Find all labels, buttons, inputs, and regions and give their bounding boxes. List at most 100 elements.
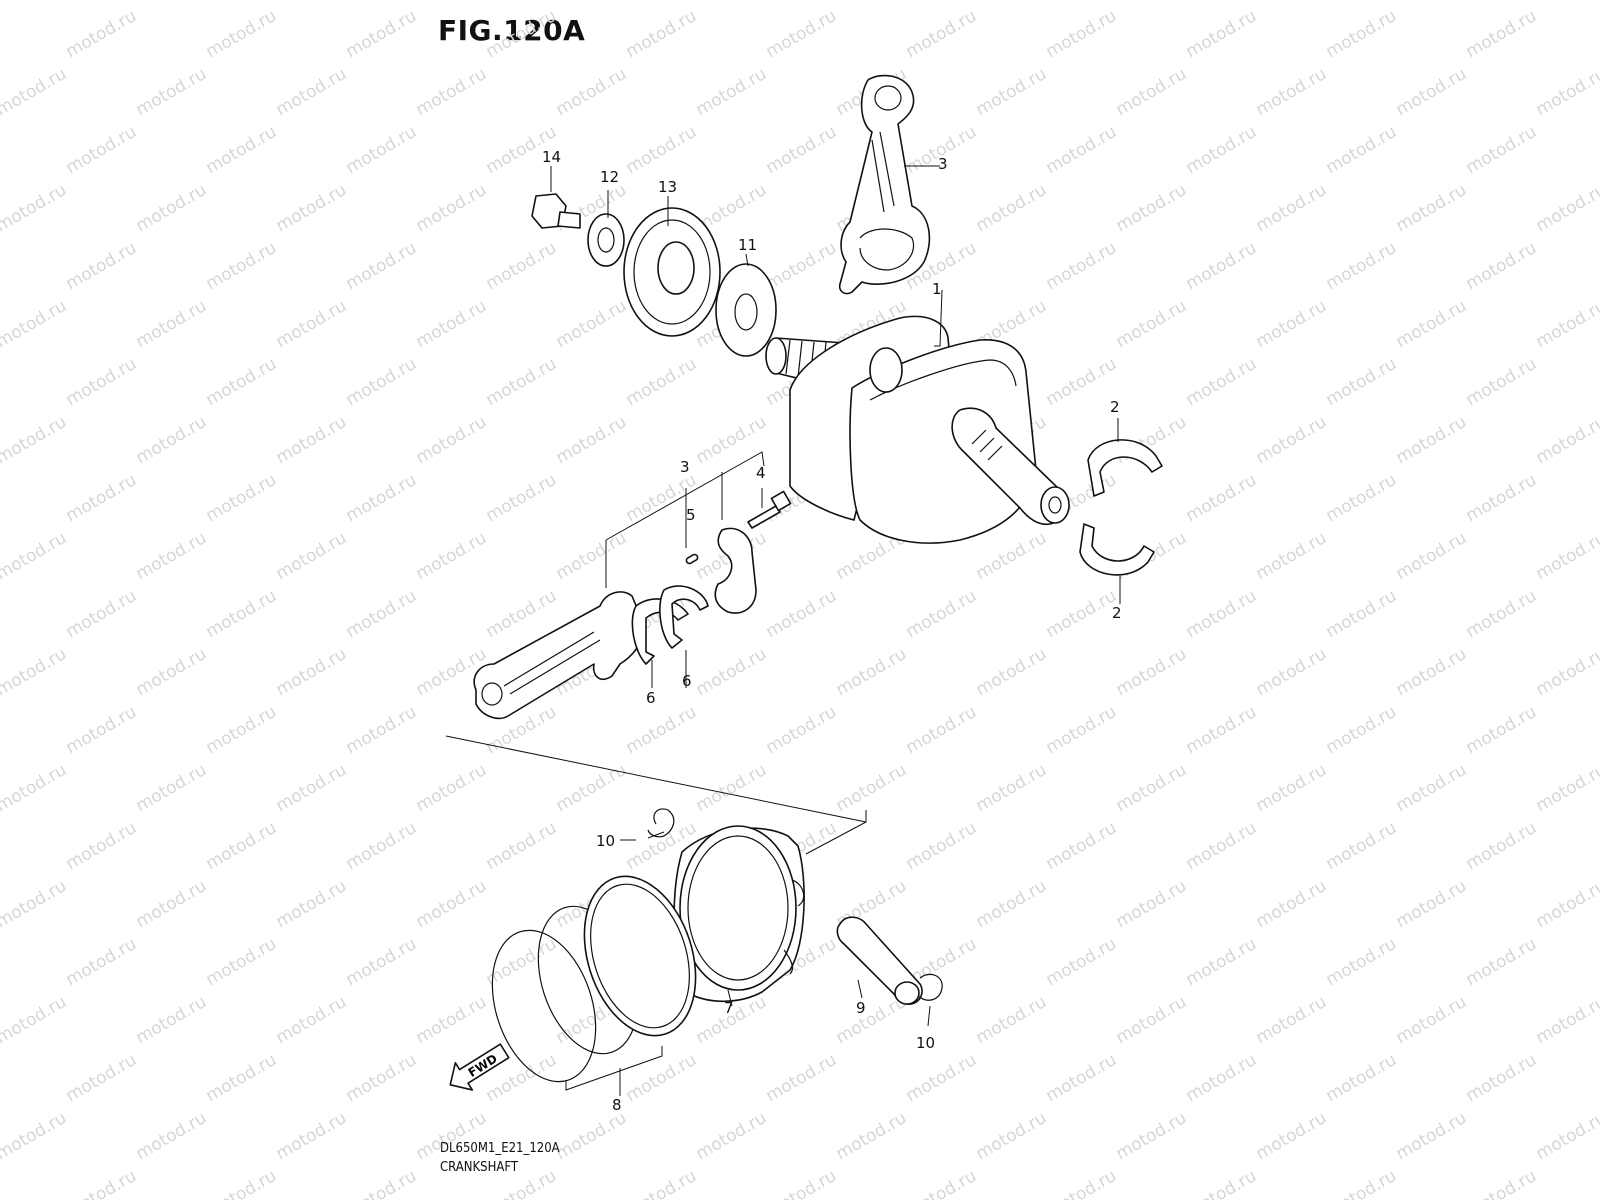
watermark-text: motod.ru bbox=[833, 0, 911, 4]
watermark-text: motod.ru bbox=[1043, 1050, 1121, 1106]
callout-labels: 1 2 2 3 3 4 5 6 6 7 8 9 10 10 11 12 13 1… bbox=[542, 148, 1122, 1114]
watermark-text: motod.ru bbox=[1043, 6, 1121, 62]
watermark-text: motod.ru bbox=[63, 934, 141, 990]
watermark-text: motod.ru bbox=[763, 702, 841, 758]
watermark-text: motod.ru bbox=[833, 1108, 911, 1164]
crankshaft-bearings bbox=[1079, 439, 1163, 576]
watermark-text: motod.ru bbox=[1043, 702, 1121, 758]
watermark-text: motod.ru bbox=[0, 296, 70, 352]
watermark-text: motod.ru bbox=[1323, 6, 1401, 62]
watermark-text: motod.ru bbox=[1533, 180, 1600, 236]
callout-10-upper: 10 bbox=[596, 832, 615, 850]
callout-4: 4 bbox=[756, 464, 766, 482]
watermark-text: motod.ru bbox=[1323, 702, 1401, 758]
watermark-text: motod.ru bbox=[1113, 1108, 1191, 1164]
watermark-text: motod.ru bbox=[1323, 818, 1401, 874]
watermark-text: motod.ru bbox=[1533, 992, 1600, 1048]
watermark-text: motod.ru bbox=[1253, 0, 1331, 4]
watermark-text: motod.ru bbox=[0, 180, 70, 236]
watermark-text: motod.ru bbox=[203, 702, 281, 758]
watermark-text: motod.ru bbox=[1393, 876, 1471, 932]
watermark-text: motod.ru bbox=[273, 180, 351, 236]
watermark-text: motod.ru bbox=[203, 818, 281, 874]
watermark-text: motod.ru bbox=[903, 1166, 981, 1200]
watermark-text: motod.ru bbox=[973, 0, 1051, 4]
callout-6-left: 6 bbox=[646, 689, 656, 707]
watermark-text: motod.ru bbox=[63, 6, 141, 62]
watermark-text: motod.ru bbox=[623, 354, 701, 410]
watermark-text: motod.ru bbox=[1183, 122, 1261, 178]
watermark-text: motod.ru bbox=[1323, 122, 1401, 178]
watermark-text: motod.ru bbox=[203, 470, 281, 526]
watermark-text: motod.ru bbox=[203, 122, 281, 178]
dowel-pin bbox=[685, 553, 699, 565]
watermark-text: motod.ru bbox=[1463, 1166, 1541, 1200]
watermark-text: motod.ru bbox=[1323, 1050, 1401, 1106]
watermark-text: motod.ru bbox=[1393, 296, 1471, 352]
watermark-text: motod.ru bbox=[1183, 238, 1261, 294]
watermark-text: motod.ru bbox=[1463, 818, 1541, 874]
crankshaft bbox=[765, 315, 1070, 544]
watermark-text: motod.ru bbox=[553, 0, 631, 4]
watermark-text: motod.ru bbox=[1253, 180, 1331, 236]
watermark-text: motod.ru bbox=[1113, 180, 1191, 236]
watermark-text: motod.ru bbox=[1183, 1166, 1261, 1200]
watermark-text: motod.ru bbox=[1463, 470, 1541, 526]
watermark-text: motod.ru bbox=[273, 0, 351, 4]
watermark-text: motod.ru bbox=[1323, 470, 1401, 526]
watermark-text: motod.ru bbox=[973, 64, 1051, 120]
watermark-text: motod.ru bbox=[973, 180, 1051, 236]
watermark-text: motod.ru bbox=[0, 0, 70, 4]
watermark-text: motod.ru bbox=[203, 1166, 281, 1200]
callout-9: 9 bbox=[856, 999, 866, 1017]
callout-11: 11 bbox=[738, 236, 757, 254]
watermark-text: motod.ru bbox=[1323, 934, 1401, 990]
watermark-text: motod.ru bbox=[763, 122, 841, 178]
watermark-text: motod.ru bbox=[553, 760, 631, 816]
watermark-text: motod.ru bbox=[0, 992, 70, 1048]
watermark-text: motod.ru bbox=[413, 760, 491, 816]
watermark-text: motod.ru bbox=[1533, 644, 1600, 700]
primary-drive-gear-13 bbox=[623, 207, 721, 337]
watermark-text: motod.ru bbox=[903, 6, 981, 62]
watermark-text: motod.ru bbox=[763, 1050, 841, 1106]
watermark-text: motod.ru bbox=[693, 64, 771, 120]
watermark-text: motod.ru bbox=[413, 180, 491, 236]
connecting-rod-lower bbox=[473, 591, 645, 720]
watermark-text: motod.ru bbox=[1113, 644, 1191, 700]
gear-12 bbox=[587, 213, 625, 267]
watermark-text: motod.ru bbox=[343, 1050, 421, 1106]
watermark-text: motod.ru bbox=[483, 818, 561, 874]
watermark-text: motod.ru bbox=[1253, 992, 1331, 1048]
watermark-text: motod.ru bbox=[973, 876, 1051, 932]
watermark-text: motod.ru bbox=[1463, 586, 1541, 642]
watermark-text: motod.ru bbox=[63, 1050, 141, 1106]
watermark-text: motod.ru bbox=[1393, 992, 1471, 1048]
piston-pin bbox=[836, 916, 923, 1005]
callout-14: 14 bbox=[542, 148, 561, 166]
watermark-text: motod.ru bbox=[203, 1050, 281, 1106]
watermark-text: motod.ru bbox=[1463, 702, 1541, 758]
watermark-text: motod.ru bbox=[1113, 0, 1191, 4]
watermark-text: motod.ru bbox=[623, 702, 701, 758]
watermark-text: motod.ru bbox=[1323, 238, 1401, 294]
watermark-text: motod.ru bbox=[693, 1108, 771, 1164]
watermark-text: motod.ru bbox=[63, 238, 141, 294]
watermark-text: motod.ru bbox=[693, 412, 771, 468]
watermark-text: motod.ru bbox=[623, 1050, 701, 1106]
watermark-text: motod.ru bbox=[133, 180, 211, 236]
watermark-text: motod.ru bbox=[1253, 64, 1331, 120]
watermark-text: motod.ru bbox=[1183, 6, 1261, 62]
watermark-text: motod.ru bbox=[273, 412, 351, 468]
watermark-text: motod.ru bbox=[203, 934, 281, 990]
watermark-text: motod.ru bbox=[343, 354, 421, 410]
watermark-text: motod.ru bbox=[63, 702, 141, 758]
watermark-text: motod.ru bbox=[1253, 296, 1331, 352]
watermark-text: motod.ru bbox=[0, 760, 70, 816]
watermark-text: motod.ru bbox=[763, 238, 841, 294]
watermark-text: motod.ru bbox=[1043, 818, 1121, 874]
watermark-text: motod.ru bbox=[1253, 760, 1331, 816]
watermark-text: motod.ru bbox=[833, 644, 911, 700]
watermark-text: motod.ru bbox=[133, 644, 211, 700]
watermark-text: motod.ru bbox=[1113, 64, 1191, 120]
